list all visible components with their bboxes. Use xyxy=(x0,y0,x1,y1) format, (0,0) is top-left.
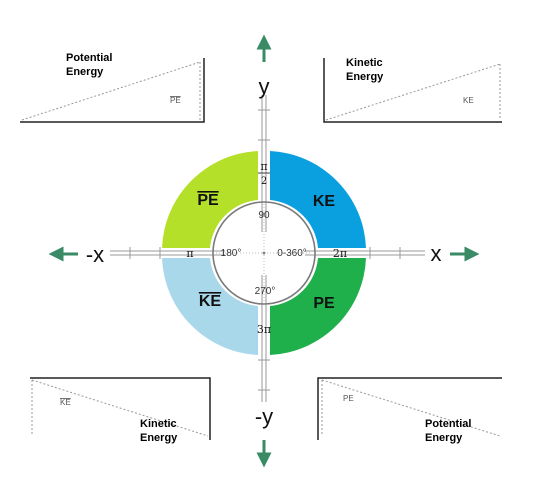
radian-3pi: 3π xyxy=(257,323,271,336)
axis-ticks xyxy=(129,109,401,391)
panel-inner-label: KE xyxy=(463,96,474,105)
quadrant-ke-top-right xyxy=(270,151,366,248)
quadrant-pe-bar-top-left xyxy=(162,151,258,248)
panel-top-right: Kinetic Energy KE xyxy=(323,57,502,123)
panel-inner-label: PE xyxy=(343,394,354,403)
panel-slope xyxy=(21,61,201,121)
panel-slope xyxy=(325,63,501,121)
panel-title-line2: Energy xyxy=(425,432,463,444)
axis-label-y: y xyxy=(259,74,270,99)
angle-90: 90 xyxy=(258,210,270,221)
panel-title-line1: Potential xyxy=(66,52,112,64)
energy-ring xyxy=(162,151,366,355)
radian-pi: π xyxy=(186,247,193,260)
panel-title-line2: Energy xyxy=(66,66,104,78)
axis-label-x: x xyxy=(431,241,442,266)
panel-slope xyxy=(31,379,209,437)
label-pe-q4: PE xyxy=(313,295,335,312)
panel-inner-label: PE xyxy=(170,96,181,105)
angle-270: 270° xyxy=(255,286,276,297)
panel-inner-label: KE xyxy=(60,398,71,407)
radian-pi-over-2-den: 2 xyxy=(261,176,267,187)
label-ke-bar-q3: KE xyxy=(199,293,222,310)
angle-180: 180° xyxy=(221,248,242,259)
panel-frame xyxy=(317,377,502,440)
radian-2pi: 2π xyxy=(333,247,347,260)
panel-bottom-left: KE Kinetic Energy xyxy=(30,377,211,444)
label-pe-bar-q2: PE xyxy=(197,192,219,209)
radian-pi-over-2-num: π xyxy=(260,160,267,173)
panel-frame xyxy=(20,58,205,123)
axis-label-neg-x: -x xyxy=(86,242,104,267)
panel-slope xyxy=(321,379,501,437)
panel-bottom-right: PE Potential Energy xyxy=(317,377,502,444)
origin-dot xyxy=(262,251,266,255)
panel-frame xyxy=(30,377,211,440)
panel-title-line1: Kinetic xyxy=(140,418,177,430)
quadrant-pe-bottom-right xyxy=(270,258,366,355)
panel-title-line1: Potential xyxy=(425,418,471,430)
inner-ring xyxy=(212,201,316,305)
panel-title-line1: Kinetic xyxy=(346,57,383,69)
panel-title-line2: Energy xyxy=(346,71,384,83)
angle-0-360: 0-360° xyxy=(277,248,307,259)
axis-label-neg-y: -y xyxy=(255,404,273,429)
quadrant-ke-bar-bottom-left xyxy=(162,258,258,355)
axis-rails xyxy=(110,95,425,402)
label-ke-q1: KE xyxy=(313,193,336,210)
panel-title-line2: Energy xyxy=(140,432,178,444)
panel-frame xyxy=(323,58,502,123)
panel-top-left: Potential Energy PE xyxy=(20,52,205,123)
